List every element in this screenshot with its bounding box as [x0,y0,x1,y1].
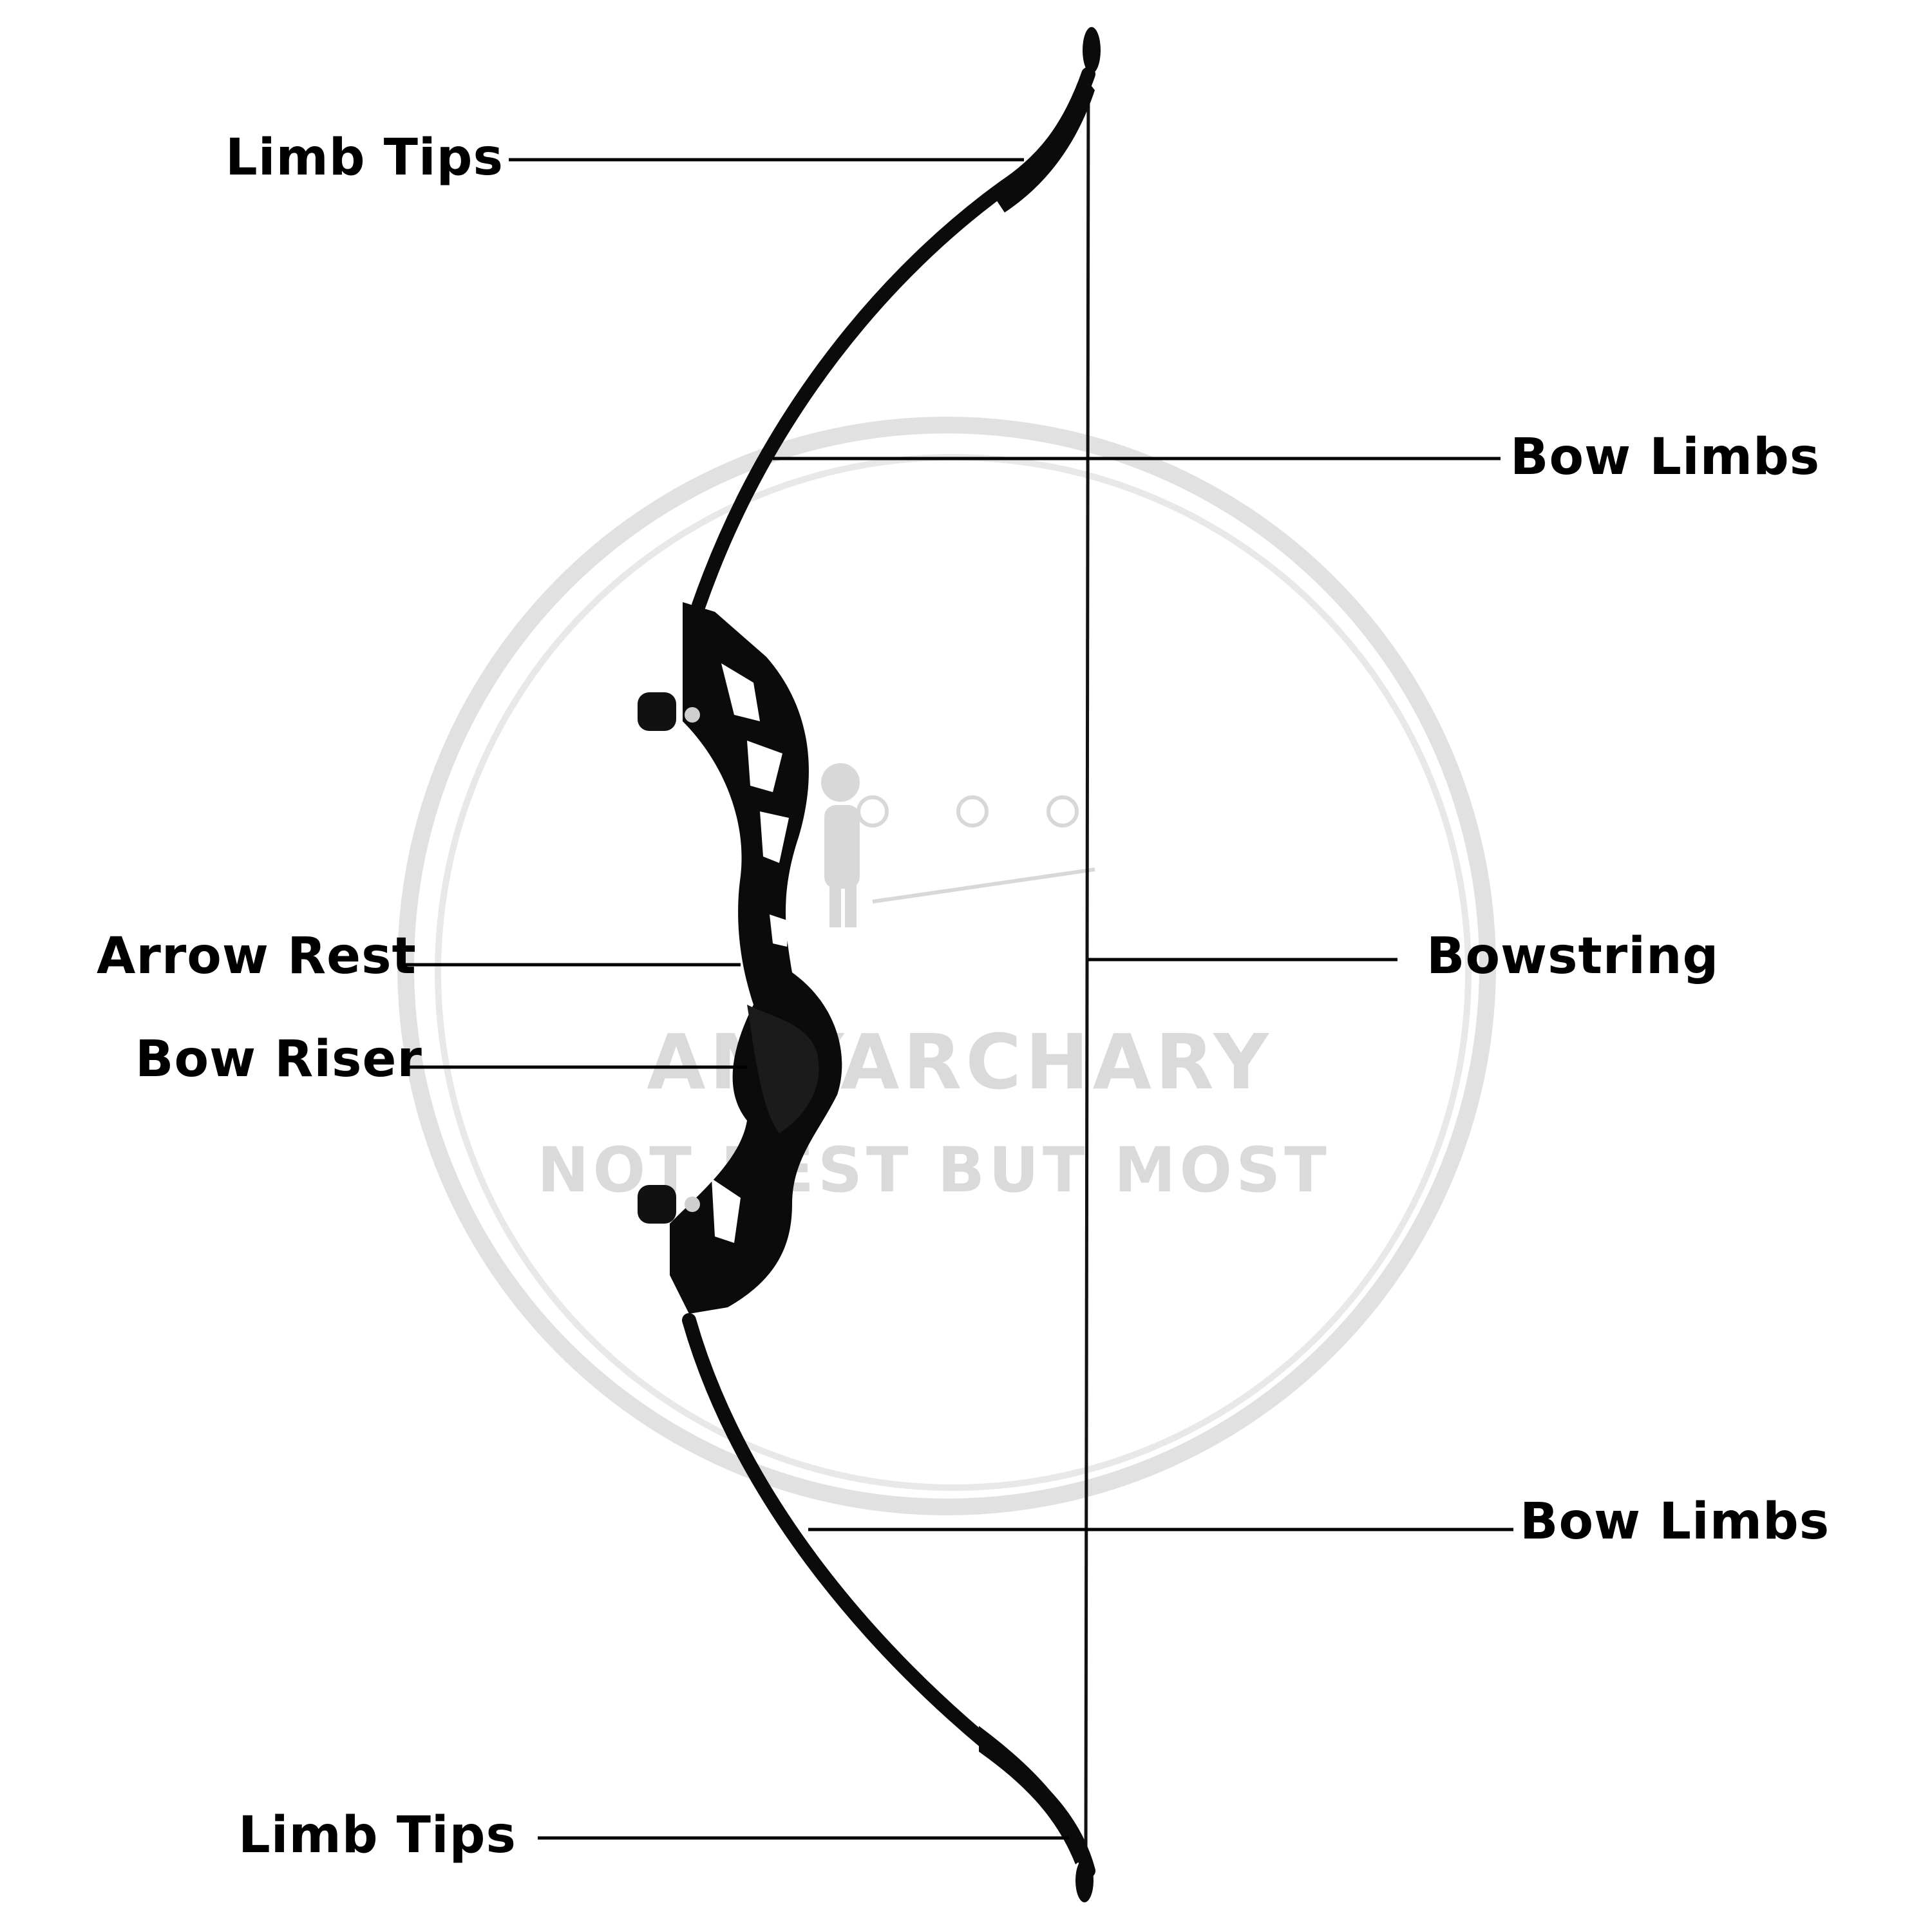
label-bow-limbs-top: Bow Limbs [1510,428,1821,486]
label-bow-limbs-bottom: Bow Limbs [1520,1493,1830,1551]
top-limb-tip [992,77,1095,213]
top-nock [1083,27,1101,73]
label-limb-tips-bottom: Limb Tips [238,1806,516,1864]
bottom-nock [1075,1859,1094,1902]
watermark-ring-inner [435,454,1472,1491]
label-limb-tips-top: Limb Tips [225,129,504,187]
archer-figure-icon [821,763,1095,927]
bottom-limb-tip [979,1726,1088,1864]
label-bow-riser: Bow Riser [135,1030,422,1088]
top-limb [692,67,1095,612]
label-arrow-rest: Arrow Rest [97,927,417,985]
label-bowstring: Bowstring [1426,927,1719,985]
bowstring [1084,73,1090,1868]
bow-riser-shape [638,602,842,1314]
